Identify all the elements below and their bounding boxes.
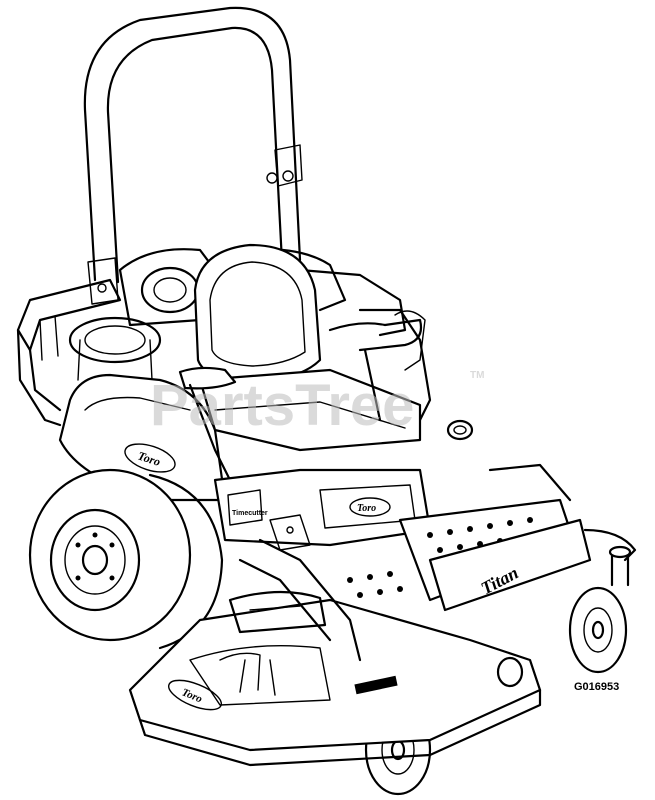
mower-deck: Toro — [128, 590, 542, 767]
deck-lift-linkage — [238, 514, 362, 662]
svg-text:PartsTree: PartsTree — [150, 373, 414, 438]
front-frame-footplate: Titan — [347, 463, 637, 612]
svg-text:Toro: Toro — [136, 449, 162, 469]
rear-frame — [16, 268, 432, 427]
svg-text:Toro: Toro — [357, 503, 376, 514]
figure-reference-code: G016953 — [574, 681, 619, 693]
watermark: PartsTree TM — [150, 370, 484, 438]
front-caster-right — [568, 545, 632, 674]
seat-panel-logo: Toro — [349, 497, 391, 517]
svg-text:TM: TM — [470, 370, 484, 381]
deck-badge — [354, 675, 398, 695]
operator-seat — [193, 243, 422, 452]
hood-logo: Toro — [124, 443, 176, 473]
fuel-cap — [446, 419, 474, 441]
center-body-panel: Toro Timecutter — [213, 468, 432, 547]
rear-drive-tire — [28, 468, 224, 650]
left-side-panel: Toro — [58, 373, 227, 502]
svg-text:Timecutter: Timecutter — [232, 510, 268, 517]
